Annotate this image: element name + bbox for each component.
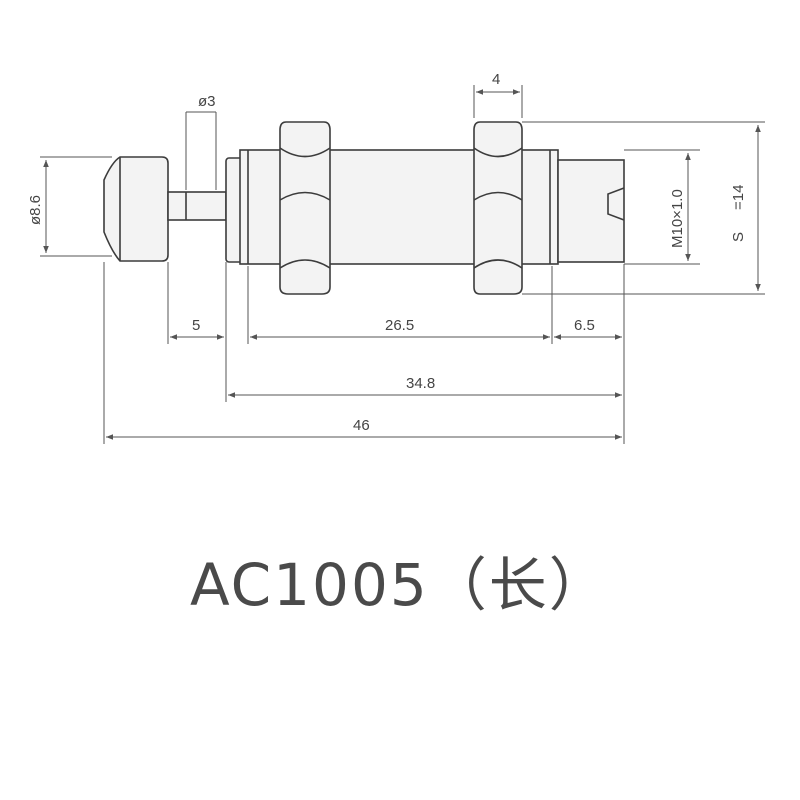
piston-rod xyxy=(167,191,227,221)
label-thread: M10×1.0 xyxy=(669,189,686,248)
label-stroke-prefix: S xyxy=(730,232,747,242)
label-cap-diameter: ø8.6 xyxy=(27,195,44,225)
label-overall: 46 xyxy=(353,417,370,434)
end-slot xyxy=(607,187,625,221)
label-nut-width: 4 xyxy=(492,71,500,88)
buffer-cap xyxy=(103,156,169,262)
label-rod-length: 5 xyxy=(192,317,200,334)
label-body-total: 34.8 xyxy=(406,375,435,392)
nut-left-chamfer xyxy=(279,147,331,269)
label-stroke: S =14 xyxy=(730,185,747,242)
label-body-length: 26.5 xyxy=(385,317,414,334)
end-section xyxy=(557,159,625,263)
label-end-length: 6.5 xyxy=(574,317,595,334)
label-rod-diameter: ø3 xyxy=(198,93,216,110)
hex-nut-left xyxy=(279,121,331,295)
nut-right-chamfer xyxy=(473,147,523,269)
hex-nut-right xyxy=(473,121,523,295)
model-title: AC1005（长） xyxy=(190,551,609,619)
label-stroke-value: =14 xyxy=(730,185,747,210)
